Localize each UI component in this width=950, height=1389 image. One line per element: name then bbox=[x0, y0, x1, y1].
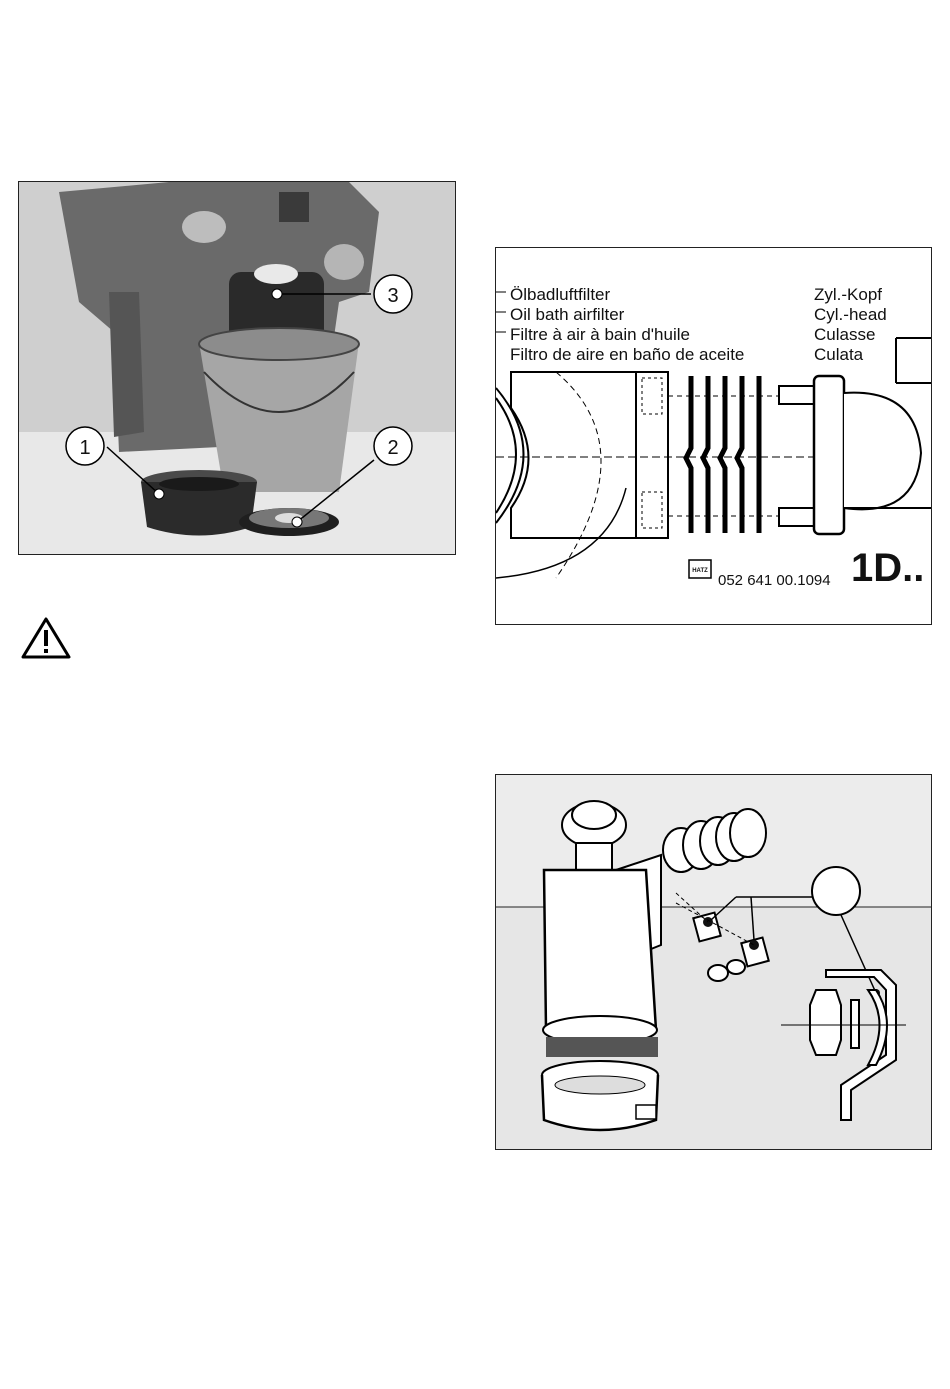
detail-callout bbox=[812, 867, 860, 915]
filter-mounting-diagram bbox=[495, 774, 932, 1150]
label-filtre-a-air: Filtre à air à bain d'huile bbox=[510, 325, 690, 344]
model-designation: 1D.. bbox=[851, 546, 924, 590]
label-cyl-head: Cyl.-head bbox=[814, 305, 887, 324]
label-culasse: Culasse bbox=[814, 325, 875, 344]
gasket-diagram: Ölbadluftfilter Oil bath airfilter Filtr… bbox=[495, 247, 932, 625]
label-culata: Culata bbox=[814, 345, 864, 364]
coat-badge bbox=[279, 192, 309, 222]
callout-1: 1 bbox=[66, 427, 104, 465]
detail-view bbox=[810, 970, 896, 1120]
photo-illustration: 1 2 3 bbox=[19, 182, 455, 554]
part-number: 052 641 00.1094 bbox=[718, 572, 831, 589]
filter-body bbox=[544, 870, 656, 1030]
label-oelbadluftfilter: Ölbadluftfilter bbox=[510, 285, 610, 304]
label-zyl-kopf: Zyl.-Kopf bbox=[814, 285, 882, 304]
gasket-illustration: Ölbadluftfilter Oil bath airfilter Filtr… bbox=[496, 248, 931, 624]
callout-2-label: 2 bbox=[387, 437, 398, 459]
callout-3-label: 3 bbox=[387, 285, 398, 307]
gasket-stack bbox=[686, 376, 759, 533]
callout-1-label: 1 bbox=[79, 437, 90, 459]
label-filtro-de-aire: Filtro de aire en baño de aceite bbox=[510, 345, 744, 364]
hatz-logo-text: HATZ bbox=[692, 568, 708, 574]
warning-triangle-icon bbox=[20, 616, 72, 660]
label-oil-bath-airfilter: Oil bath airfilter bbox=[510, 305, 625, 324]
bucket bbox=[199, 342, 359, 492]
callout-2: 2 bbox=[374, 427, 412, 465]
callout-3: 3 bbox=[374, 275, 412, 313]
mounting-illustration bbox=[496, 775, 931, 1149]
filter-cleaning-photo: 1 2 3 bbox=[18, 181, 456, 555]
